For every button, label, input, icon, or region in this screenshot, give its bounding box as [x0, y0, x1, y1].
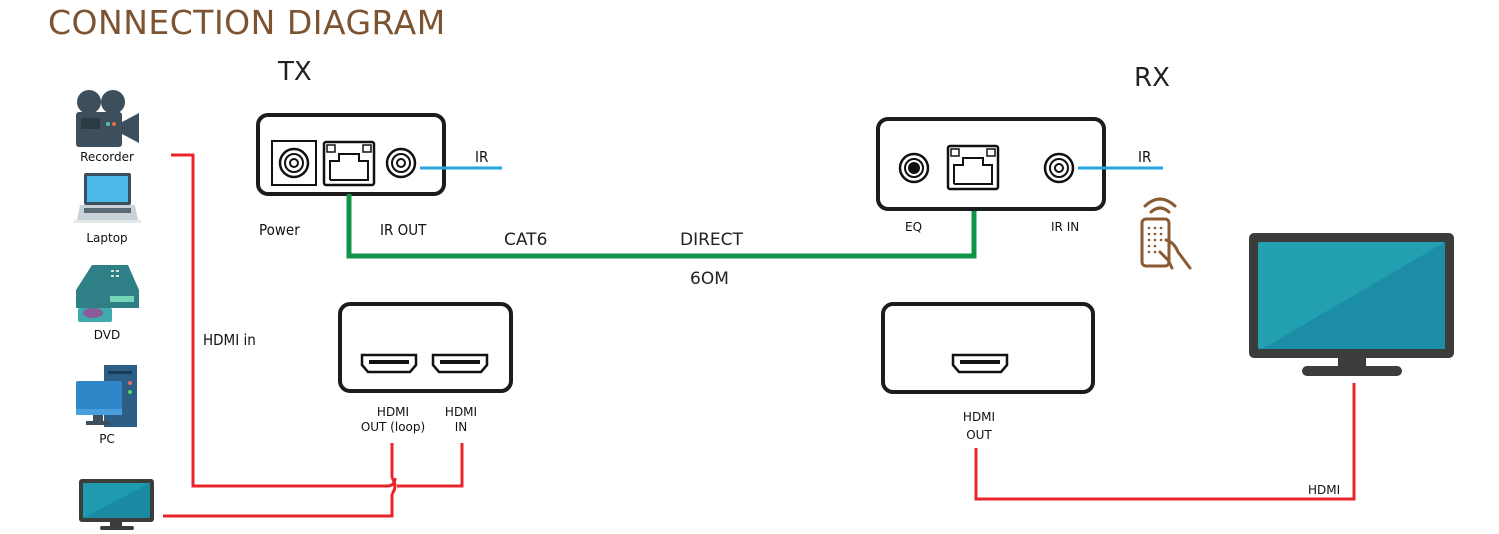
hdmi-loop-cable-to-monitor — [163, 494, 394, 518]
rj45-port-icon — [322, 140, 376, 187]
power-port-icon — [271, 140, 317, 186]
hdmi-in-cable-hop — [386, 477, 397, 488]
source-label-pc: PC — [99, 432, 115, 446]
rx-hdmi-out-cable — [974, 383, 1356, 501]
rx-hdmi-out-label-line2: OUT — [966, 428, 992, 442]
tx-ir-out-label: IR OUT — [380, 221, 427, 239]
hdmi-loop-cable-hop — [390, 477, 397, 495]
ir-remote-hand-icon — [1140, 197, 1192, 270]
rx-bottom-panel — [881, 302, 1095, 394]
tx-hdmi-out-label-line1: HDMI — [377, 405, 409, 419]
local-monitor-icon — [79, 479, 154, 530]
rx-heading: RX — [1134, 63, 1170, 93]
video-camera-icon — [76, 90, 139, 147]
link-mode-label: DIRECT — [680, 230, 744, 250]
eq-jack-icon — [898, 152, 930, 184]
rx-hdmi-out-label-line1: HDMI — [963, 410, 995, 424]
tx-hdmi-in-label-line1: HDMI — [445, 405, 477, 419]
ir-in-jack-icon — [1043, 152, 1075, 184]
hdmi-out-loop-port-icon — [360, 353, 418, 374]
rx-hdmi-cable-label: HDMI — [1308, 483, 1340, 497]
tx-hdmi-out-label-line2: OUT (loop) — [361, 420, 425, 434]
cable-type-label: CAT6 — [504, 230, 547, 250]
tx-power-label: Power — [259, 221, 300, 239]
hdmi-in-cable-to-port — [397, 443, 464, 488]
rx-hdmi-out-port-icon — [951, 353, 1009, 374]
source-label-laptop: Laptop — [86, 231, 127, 245]
ir-out-jack-icon — [385, 147, 417, 179]
tx-ir-cable-label: IR — [475, 148, 488, 166]
tx-hdmi-in-label-line2: IN — [455, 420, 468, 434]
hdmi-in-port-icon — [431, 353, 489, 374]
tx-bottom-panel — [338, 302, 513, 393]
diagram-title: CONNECTION DIAGRAM — [48, 3, 446, 42]
display-tv-icon — [1249, 233, 1454, 376]
rx-ir-cable-label: IR — [1138, 148, 1151, 166]
link-distance-label: 6OM — [690, 269, 729, 289]
desktop-pc-icon — [76, 365, 137, 427]
source-label-dvd: DVD — [94, 328, 120, 342]
hdmi-in-label: HDMI in — [203, 331, 256, 349]
cat6-cable — [346, 194, 977, 259]
tx-heading: TX — [277, 57, 312, 87]
dvd-player-icon — [76, 265, 139, 322]
laptop-icon — [74, 173, 141, 223]
rx-eq-label: EQ — [905, 220, 922, 234]
rx-rj45-port-icon — [946, 144, 1000, 191]
hdmi-in-cable — [171, 153, 387, 488]
source-label-recorder: Recorder — [80, 150, 134, 164]
rx-ir-in-label: IR IN — [1051, 220, 1079, 234]
